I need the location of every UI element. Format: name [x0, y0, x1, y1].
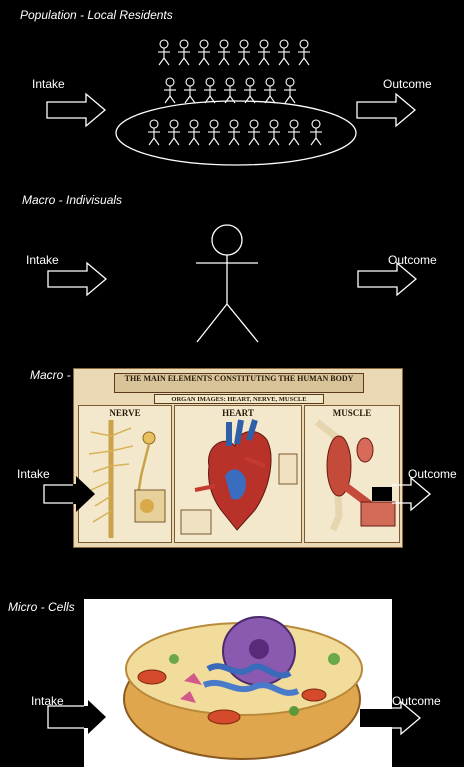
poster-subtitle: ORGAN IMAGES: HEART, NERVE, MUSCLE	[154, 394, 324, 404]
heart-panel: HEART	[174, 405, 302, 543]
person-figure	[198, 39, 210, 66]
cells-outcome-arrow-solid	[360, 709, 392, 727]
organs-intake-label: Intake	[17, 467, 50, 481]
individuals-title: Macro - Indivisuals	[22, 193, 123, 207]
heart-panel-title: HEART	[222, 408, 254, 418]
person-figure	[218, 39, 230, 66]
cells-intake-label: Intake	[31, 694, 64, 708]
population-outcome-arrow	[356, 92, 417, 128]
nerve-panel: NERVE	[78, 405, 172, 543]
cells-title: Micro - Cells	[8, 600, 75, 614]
person-figure	[164, 77, 176, 104]
person-figure	[184, 77, 196, 104]
person-figure	[188, 119, 200, 146]
cells-outcome-arrow-outline	[392, 700, 422, 736]
organs-outcome-arrow-solid	[372, 487, 392, 501]
person-figure	[288, 119, 300, 146]
heart-illustration	[180, 419, 298, 535]
nerve-panel-title: NERVE	[109, 408, 141, 418]
organs-intake-arrow-solid	[73, 476, 95, 512]
person-figure	[158, 39, 170, 66]
population-intake-label: Intake	[32, 77, 65, 91]
organs-outcome-label: Outcome	[408, 467, 457, 481]
person-figure	[268, 119, 280, 146]
cells-intake-arrow-solid	[84, 700, 106, 734]
cells-intake-arrow-outline	[47, 705, 84, 729]
person-figure	[244, 77, 256, 104]
muscle-illustration	[314, 419, 396, 532]
person-figure	[178, 39, 190, 66]
population-title: Population - Local Residents	[20, 8, 173, 22]
population-ellipse	[115, 100, 357, 166]
person-figure	[168, 119, 180, 146]
organs-intake-arrow-outline	[43, 484, 73, 504]
person-figure	[248, 119, 260, 146]
organs-outcome-arrow-outline	[392, 476, 432, 512]
cell-illustration	[123, 616, 363, 760]
muscle-panel: MUSCLE	[304, 405, 400, 543]
crowd-figures	[148, 39, 322, 146]
muscle-panel-title: MUSCLE	[332, 408, 372, 418]
individual-stick-figure	[196, 224, 259, 343]
animal-cell-image	[84, 599, 392, 767]
person-figure	[148, 119, 160, 146]
person-figure	[228, 119, 240, 146]
person-figure	[298, 39, 310, 66]
individuals-intake-arrow	[47, 261, 108, 297]
person-figure	[208, 119, 220, 146]
person-figure	[278, 39, 290, 66]
person-figure	[310, 119, 322, 146]
individuals-intake-label: Intake	[26, 253, 59, 267]
person-figure	[224, 77, 236, 104]
nerve-illustration	[88, 420, 166, 538]
individuals-outcome-arrow	[357, 261, 418, 297]
person-figure	[264, 77, 276, 104]
person-figure	[238, 39, 250, 66]
population-outcome-label: Outcome	[383, 77, 432, 91]
individuals-outcome-label: Outcome	[388, 253, 437, 267]
poster-title: THE MAIN ELEMENTS CONSTITUTING THE HUMAN…	[114, 373, 364, 393]
person-figure	[284, 77, 296, 104]
person-figure	[204, 77, 216, 104]
population-intake-arrow	[46, 92, 107, 128]
person-figure	[258, 39, 270, 66]
organ-poster-image: THE MAIN ELEMENTS CONSTITUTING THE HUMAN…	[73, 368, 403, 548]
